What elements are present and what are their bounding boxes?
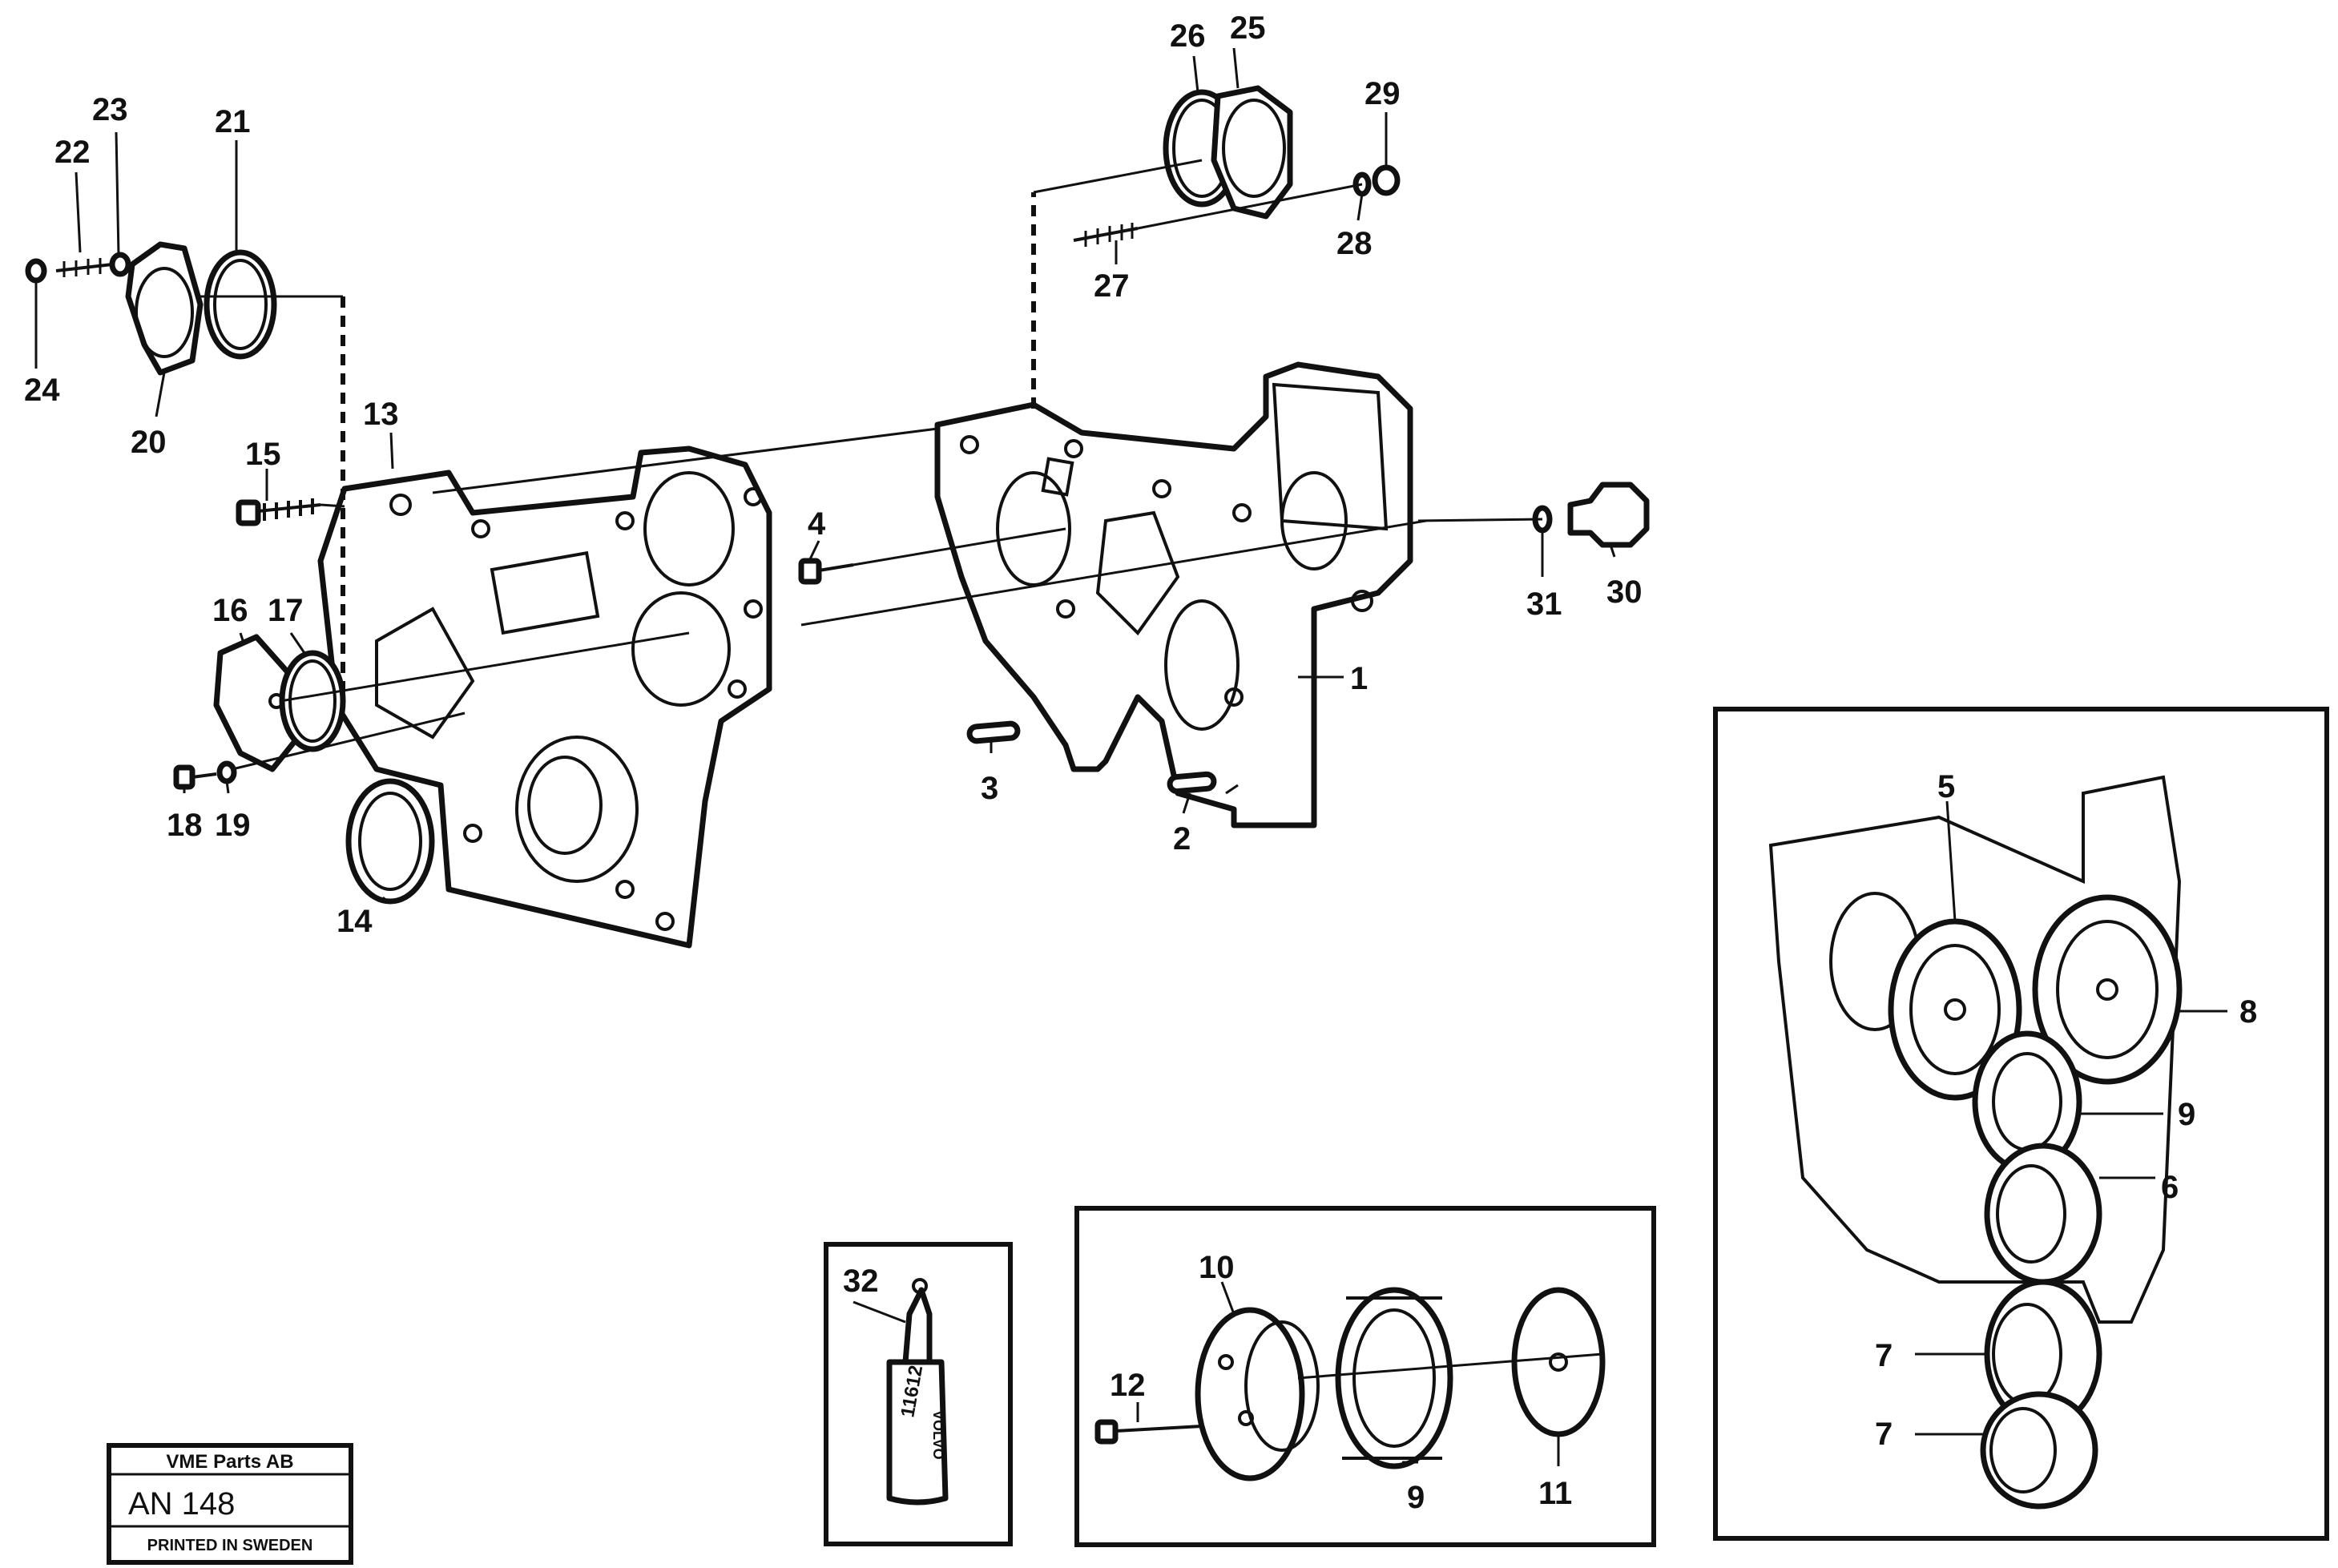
callout-labels: 1 2 3 4 5 6 7 7 8 9 9 10 11 12 13 14 15 … [24, 10, 2257, 1515]
nut-24 [25, 258, 47, 284]
washer-19 [216, 760, 237, 784]
callout-23: 23 [92, 92, 128, 127]
assembly-lines [196, 159, 1543, 795]
gear-7-lower [1980, 1391, 2098, 1510]
callout-26: 26 [1170, 18, 1206, 54]
callout-7b: 7 [1875, 1417, 1893, 1452]
sealant-box: VOLVO 11612 [824, 1242, 1013, 1546]
bolt-4 [798, 558, 854, 585]
callout-28: 28 [1336, 226, 1373, 261]
cover-plate-20 [125, 241, 204, 376]
drawing-number: AN 148 [128, 1486, 235, 1522]
callout-17: 17 [268, 593, 304, 628]
callout-14: 14 [337, 904, 373, 939]
gasket-17 [279, 650, 346, 752]
callout-3: 3 [981, 771, 998, 806]
callout-16: 16 [212, 593, 248, 628]
printed-in: PRINTED IN SWEDEN [147, 1537, 313, 1554]
callout-5: 5 [1937, 769, 1955, 804]
callout-30: 30 [1606, 574, 1643, 610]
callout-10: 10 [1199, 1250, 1235, 1285]
callout-27: 27 [1094, 268, 1130, 304]
bottle-brand: VOLVO [930, 1410, 946, 1460]
callout-leaders [34, 47, 2227, 1466]
callout-31: 31 [1526, 586, 1562, 622]
bolt-12 [1094, 1419, 1203, 1445]
shim-11 [1511, 1287, 1606, 1437]
callout-18: 18 [167, 808, 203, 843]
timing-gear-housing [934, 361, 1413, 828]
company-name: VME Parts AB [166, 1451, 293, 1473]
cover-16 [213, 634, 308, 772]
callout-19: 19 [215, 808, 251, 843]
callout-9a: 9 [2178, 1097, 2195, 1132]
callout-2: 2 [1173, 821, 1191, 857]
gasket-21 [204, 249, 277, 360]
callout-29: 29 [1365, 76, 1401, 111]
callout-1: 1 [1350, 661, 1368, 696]
hub-assembly-box [1074, 1206, 1656, 1547]
callout-24: 24 [24, 373, 60, 408]
cover-plate-25 [1211, 85, 1293, 220]
callout-20: 20 [131, 425, 167, 460]
gear-9-hub [1335, 1287, 1453, 1469]
callout-32: 32 [843, 1264, 879, 1299]
stud-22 [55, 258, 113, 277]
bolt-15 [236, 498, 321, 526]
hub-10 [1195, 1307, 1320, 1481]
callout-7a: 7 [1875, 1338, 1893, 1373]
callout-11: 11 [1538, 1476, 1572, 1511]
plug-30 [1567, 482, 1650, 548]
gear-train-box [1713, 707, 2329, 1541]
callout-9b: 9 [1407, 1480, 1425, 1515]
callout-25: 25 [1230, 10, 1266, 46]
pin-2 [1167, 771, 1217, 795]
title-block: VME Parts AB AN 148 PRINTED IN SWEDEN [107, 1443, 353, 1565]
callout-6: 6 [2161, 1170, 2179, 1205]
nut-29 [1372, 164, 1401, 196]
gear-8 [2032, 894, 2183, 1085]
callout-15: 15 [245, 437, 281, 472]
pin-3 [966, 720, 1021, 744]
washer-23 [109, 252, 131, 277]
callout-8: 8 [2239, 994, 2257, 1030]
callout-12: 12 [1110, 1368, 1146, 1403]
gear-6 [1984, 1143, 2102, 1285]
callout-22: 22 [54, 135, 91, 170]
callout-13: 13 [363, 397, 399, 432]
callout-4: 4 [808, 506, 826, 542]
callout-21: 21 [215, 104, 251, 139]
timing-cover-front [317, 445, 772, 949]
seal-14 [345, 778, 435, 905]
stud-27 [1073, 223, 1139, 247]
bolt-18 [173, 764, 217, 790]
